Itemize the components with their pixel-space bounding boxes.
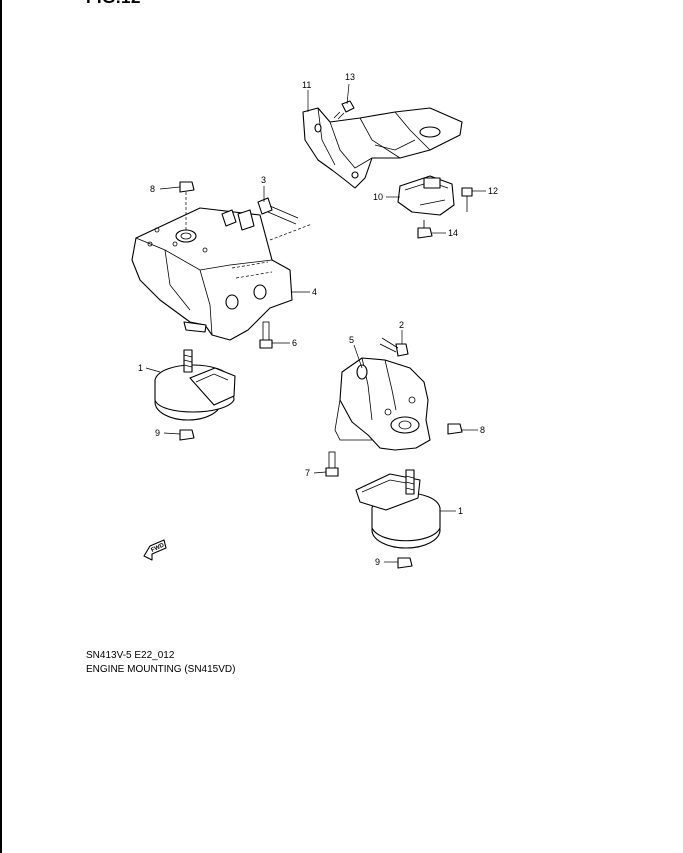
part-7-bolt	[325, 451, 339, 477]
part-11-bracket	[302, 107, 463, 189]
callout-9-right: 9	[375, 557, 380, 567]
callout-1-left: 1	[138, 363, 143, 373]
callout-3: 3	[261, 175, 266, 185]
fwd-arrow-icon: FWD	[143, 539, 167, 561]
part-2-bolt	[379, 337, 409, 357]
figure-label: FIG.12	[86, 0, 141, 8]
callout-8-top: 8	[150, 184, 155, 194]
part-8-nut-right	[447, 423, 463, 435]
part-8-nut-top	[179, 181, 195, 230]
callout-11: 11	[302, 80, 311, 90]
part-14-nut	[417, 220, 433, 239]
part-1-mount-left	[154, 349, 236, 421]
part-1-mount-right	[355, 469, 441, 549]
callouts: 13 11 3 8 12 10 14 4 6 2 5 1 9	[138, 72, 498, 567]
callout-2: 2	[399, 320, 404, 330]
callout-10: 10	[373, 192, 383, 202]
part-5-bracket	[334, 357, 431, 451]
part-9-nut-left	[179, 429, 195, 441]
part-3-bolt	[257, 197, 313, 241]
part-13-bolt	[333, 100, 355, 120]
part-12-bolt	[461, 187, 473, 212]
page-border	[0, 0, 2, 853]
callout-7: 7	[305, 468, 310, 478]
diagram-code: SN413V-5 E22_012	[86, 650, 175, 661]
callout-12: 12	[488, 186, 498, 196]
part-9-nut-right	[397, 557, 413, 569]
callout-6: 6	[292, 338, 297, 348]
part-10-rubber-mount	[397, 175, 455, 216]
callout-1-right: 1	[458, 506, 463, 516]
callout-13: 13	[345, 72, 355, 82]
callout-8-right: 8	[480, 425, 485, 435]
callout-14: 14	[448, 228, 458, 238]
callout-9-left: 9	[155, 428, 160, 438]
fwd-arrow-label: FWD	[150, 542, 166, 553]
diagram-title: ENGINE MOUNTING (SN415VD)	[86, 664, 236, 675]
part-4-bracket	[131, 207, 293, 341]
part-6-bolt	[259, 321, 273, 349]
callout-4: 4	[312, 287, 317, 297]
callout-5: 5	[349, 335, 354, 345]
